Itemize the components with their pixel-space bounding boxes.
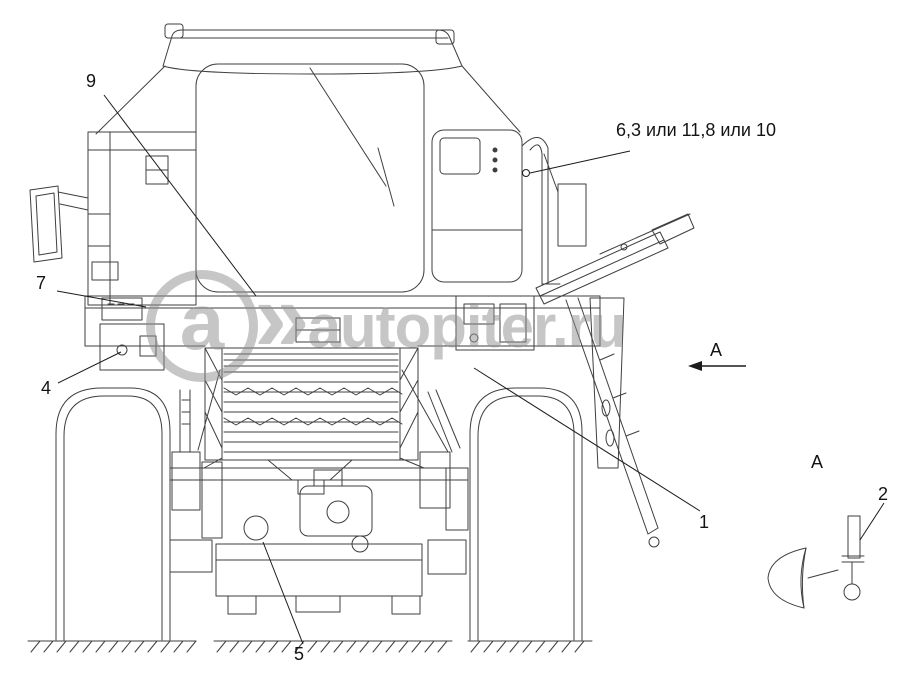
side-shield-ladder bbox=[565, 297, 660, 548]
wiper-arm bbox=[309, 67, 387, 187]
callout-7: 7 bbox=[36, 273, 47, 293]
callout-9: 9 bbox=[86, 71, 97, 91]
unloading-auger bbox=[535, 213, 695, 305]
right-box bbox=[455, 295, 535, 351]
right-mirror bbox=[557, 183, 587, 247]
leader-lines bbox=[56, 94, 885, 645]
view-label-a: A bbox=[710, 340, 723, 360]
detail-label-a: A bbox=[811, 452, 824, 472]
cab-group bbox=[95, 23, 521, 293]
mirror-shell bbox=[767, 547, 807, 609]
callout-5: 5 bbox=[294, 644, 305, 664]
side-shield bbox=[589, 297, 625, 469]
left-mirror bbox=[29, 185, 63, 263]
view-arrow-a bbox=[688, 361, 746, 371]
callout-2: 2 bbox=[878, 484, 889, 504]
callout-1: 1 bbox=[699, 512, 710, 532]
platform bbox=[84, 295, 601, 371]
radiator-sieve bbox=[204, 347, 419, 495]
axle-assembly bbox=[169, 369, 469, 615]
left-box bbox=[99, 323, 165, 371]
fenders bbox=[55, 387, 583, 641]
left-assembly bbox=[29, 131, 197, 306]
cab-door bbox=[431, 129, 523, 283]
control-box bbox=[101, 297, 143, 321]
ground bbox=[27, 640, 593, 653]
right-assembly bbox=[431, 129, 587, 285]
handrail bbox=[521, 137, 549, 285]
callout-6-3-11-8-10: 6,3 или 11,8 или 10 bbox=[616, 120, 776, 140]
callout-4: 4 bbox=[41, 378, 52, 398]
wiper-blade bbox=[377, 147, 395, 207]
detail-part-2 bbox=[767, 515, 865, 609]
support-rod bbox=[565, 297, 659, 535]
